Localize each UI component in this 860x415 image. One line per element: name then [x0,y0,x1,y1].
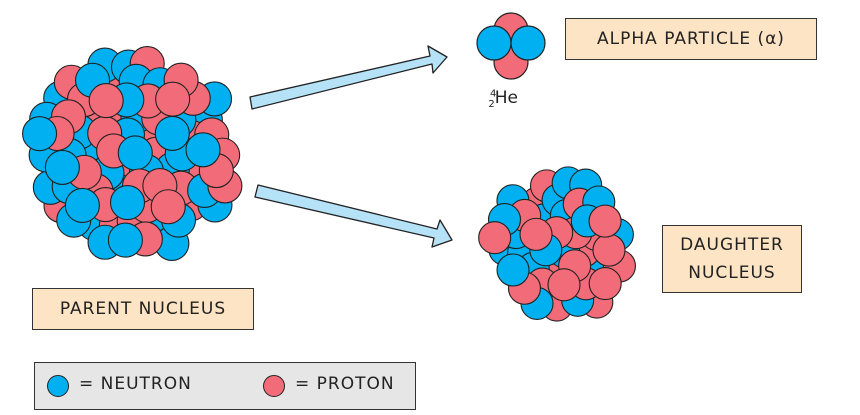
proton [478,221,512,255]
parent-nucleus-label: PARENT NUCLEUS [32,288,254,330]
proton [588,204,622,238]
neutron-legend-label: = NEUTRON [79,374,192,394]
proton [155,81,191,117]
helium-symbol: 42He [488,88,518,111]
neutron [44,149,80,185]
arrow-to-daughter [254,184,453,248]
proton [588,266,622,301]
neutron [117,135,153,171]
alpha-particle-label: ALPHA PARTICLE (α) [565,18,817,60]
neutron [185,132,221,168]
neutron [64,187,100,223]
daughter-nucleus [478,166,636,322]
arrow-to-alpha [249,45,448,110]
parent-nucleus [22,46,243,261]
neutron [109,185,146,221]
proton [519,217,553,251]
proton [547,268,581,302]
neutron-swatch [47,375,69,397]
proton [88,83,124,119]
proton-legend-label: = PROTON [295,374,395,394]
proton [592,233,626,267]
legend: = NEUTRON = PROTON [34,362,416,410]
alpha-particle [476,12,546,80]
neutron [107,222,143,258]
neutron [496,253,530,287]
proton [150,189,186,225]
neutron [154,115,190,151]
proton-swatch [263,375,285,397]
neutron [22,116,58,152]
